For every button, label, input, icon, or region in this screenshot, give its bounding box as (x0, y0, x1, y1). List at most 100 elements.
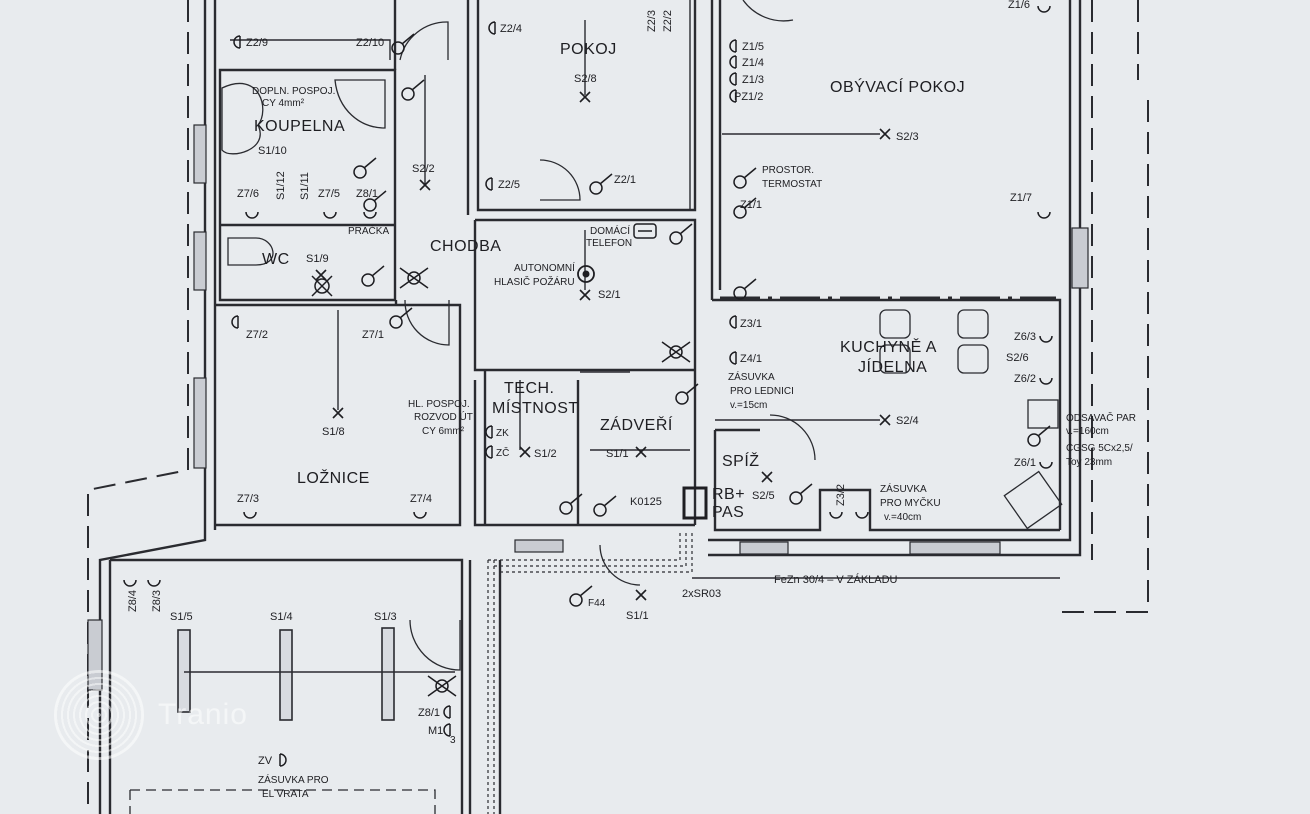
label-z1-4: Z1/4 (742, 57, 764, 69)
label-z1-7: Z1/7 (1010, 192, 1032, 204)
label-z1-5: Z1/5 (742, 41, 764, 53)
label-cgsg-1: CGSG 5Cx2,5/ (1066, 443, 1133, 454)
room-zadveri: ZÁDVEŘÍ (600, 415, 673, 434)
label-z2-3: Z2/3 (646, 10, 658, 32)
label-s1-11: S1/11 (299, 172, 311, 200)
label-s2-6: S2/6 (1006, 352, 1029, 364)
label-z4-1: Z4/1 (740, 353, 762, 365)
label-s1-3: S1/3 (374, 611, 397, 623)
earthing-strip (487, 486, 1060, 814)
label-z6-1: Z6/1 (1014, 457, 1036, 469)
label-cgsg-2: Toy 23mm (1066, 457, 1112, 468)
label-z2-5: Z2/5 (498, 179, 520, 191)
label-z3-2: Z3/2 (835, 484, 847, 506)
label-k0125: K0125 (630, 496, 662, 508)
label-autonomni-1: AUTONOMNÍ (514, 261, 575, 274)
room-pokoj: POKOJ (560, 41, 617, 58)
label-s1-5: S1/5 (170, 611, 193, 623)
label-z1-6: Z1/6 (1008, 0, 1030, 11)
label-odsavac-1: ODSAVAČ PAR (1066, 411, 1136, 424)
room-chodba: CHODBA (430, 238, 501, 255)
outer-dashed-boundary (87, 0, 1149, 814)
label-z2-1: Z2/1 (614, 174, 636, 186)
label-z2-4: Z2/4 (500, 23, 522, 35)
label-hl-2: ROZVOD ÚT (414, 410, 473, 423)
label-zas-vrata-2: EL VRATA (262, 789, 309, 800)
label-s1-1-zadveri: S1/1 (606, 448, 629, 460)
label-rb: RB+ (712, 486, 745, 503)
label-z7-3: Z7/3 (237, 493, 259, 505)
label-z8-4: Z8/4 (127, 590, 139, 612)
cross-switch-icons (311, 267, 691, 697)
label-domaci-1: DOMÁCÍ (590, 224, 630, 237)
label-s1-9: S1/9 (306, 253, 329, 265)
label-fezn: FeZn 30/4 – V ZÁKLADU (774, 573, 898, 586)
label-z2-9: Z2/9 (246, 37, 268, 49)
label-zas-led-3: v.=15cm (730, 400, 767, 411)
label-s2-8: S2/8 (574, 73, 597, 85)
label-z7-4: Z7/4 (410, 493, 432, 505)
label-z7-6: Z7/6 (237, 188, 259, 200)
interior-walls (215, 0, 1062, 532)
label-zas-led-1: ZÁSUVKA (728, 370, 775, 383)
label-zv: ZV (258, 755, 273, 767)
room-kuchyne-line2: JÍDELNA (858, 357, 927, 376)
label-z2-2: Z2/2 (662, 10, 674, 32)
label-s1-2: S1/2 (534, 448, 557, 460)
tranio-logo-icon (54, 670, 144, 760)
annotation-labels: Z2/9 Z2/10 Z2/4 Z2/3 Z2/2 S2/8 Z2/5 Z2/1… (127, 0, 1136, 800)
label-zas-myc-3: v.=40cm (884, 512, 921, 523)
label-dopln-1: DOPLN. POSPOJ. (252, 86, 335, 97)
label-s2-4: S2/4 (896, 415, 919, 427)
label-s2-3: S2/3 (896, 131, 919, 143)
label-zas-myc-2: PRO MYČKU (880, 496, 941, 509)
label-zas-led-2: PRO LEDNICI (730, 386, 794, 397)
label-f44: F44 (588, 598, 606, 609)
label-s1-12: S1/12 (275, 171, 287, 200)
label-s1-1-out: S1/1 (626, 610, 649, 622)
label-hl-1: HL. POSPOJ. (408, 399, 470, 410)
label-domaci-2: TELEFON (586, 238, 632, 249)
bathroom-fixtures (221, 79, 386, 266)
phone-icon (633, 223, 657, 239)
label-z8-3: Z8/3 (151, 590, 163, 612)
label-sr03: 2xSR03 (682, 588, 721, 600)
room-obyvaci-pokoj: OBÝVACÍ POKOJ (830, 77, 965, 96)
label-z7-5: Z7/5 (318, 188, 340, 200)
room-wc: WC (262, 251, 290, 268)
room-kuchyne-line1: KUCHYNĚ A (840, 337, 937, 356)
label-s2-5: S2/5 (752, 490, 775, 502)
label-z3-1: Z3/1 (740, 318, 762, 330)
label-autonomni-2: HLASIČ POŽÁRU (494, 275, 575, 288)
label-z2-10: Z2/10 (356, 37, 384, 49)
label-z8-1-garage: Z8/1 (418, 707, 440, 719)
label-dopln-2: CY 4mm² (262, 98, 305, 109)
tranio-watermark: Tranio (54, 670, 248, 760)
label-zk: ZK (496, 428, 509, 439)
label-odsavac-2: v.=160cm (1066, 426, 1109, 437)
label-s1-4: S1/4 (270, 611, 293, 623)
kitchen-furniture (879, 309, 1063, 530)
label-z6-3: Z6/3 (1014, 331, 1036, 343)
room-spiz: SPÍŽ (722, 451, 760, 470)
smoke-detector-icon (577, 265, 595, 283)
label-s1-8: S1/8 (322, 426, 345, 438)
label-pracka: PRAČKA (348, 224, 389, 237)
room-koupelna: KOUPELNA (254, 118, 345, 135)
label-z1-1: Z1/1 (740, 199, 762, 211)
label-m1: M1 (428, 725, 443, 737)
light-markers (315, 91, 891, 601)
label-m1-sub: 3 (450, 735, 456, 746)
garage-lights (129, 627, 455, 814)
label-z1-3: Z1/3 (742, 74, 764, 86)
watermark-text: Tranio (158, 698, 248, 731)
label-zas-vrata-1: ZÁSUVKA PRO (258, 773, 329, 786)
label-z8-1-bath: Z8/1 (356, 188, 378, 200)
label-zas-myc-1: ZÁSUVKA (880, 482, 927, 495)
label-s1-10: S1/10 (258, 145, 287, 157)
label-s2-1: S2/1 (598, 289, 621, 301)
label-pas: PAS (712, 504, 744, 521)
rb-pas-box (682, 486, 708, 520)
room-tech-line1: TECH. (504, 380, 555, 397)
